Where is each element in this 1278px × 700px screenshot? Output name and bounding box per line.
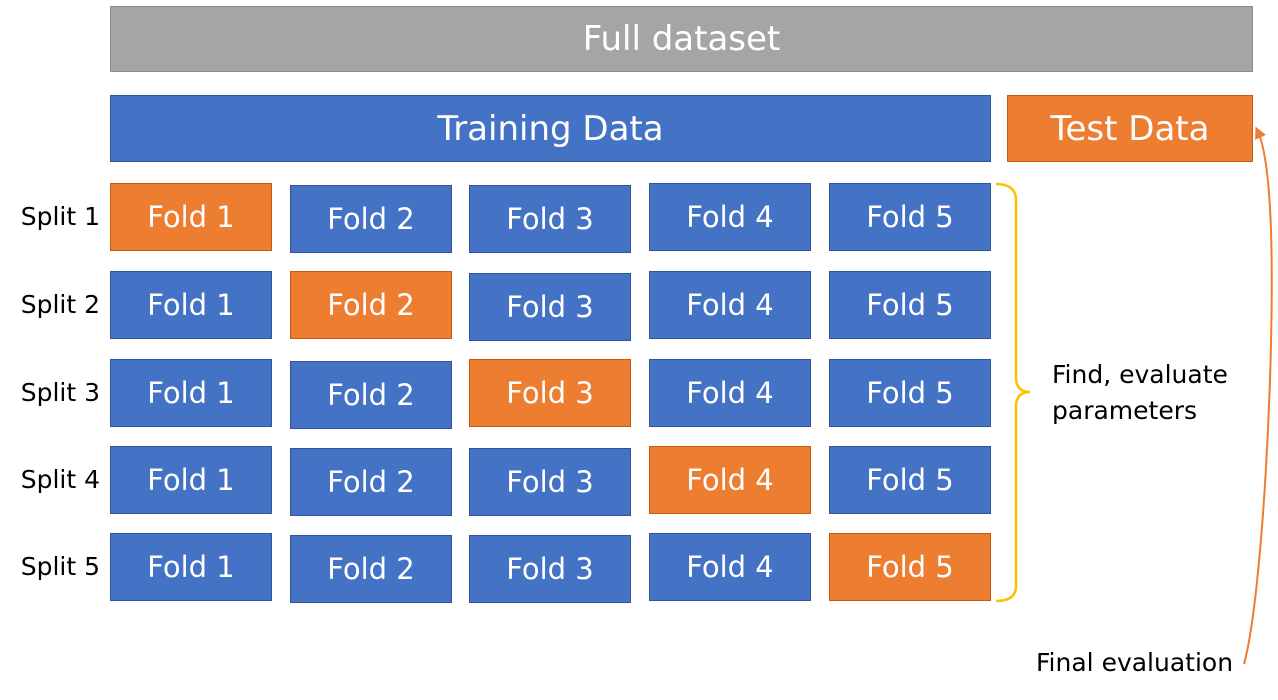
- find-evaluate-annotation: Find, evaluate parameters: [1052, 357, 1228, 429]
- fold-box-validation: Fold 2: [290, 271, 452, 339]
- parameters-brace: [995, 182, 1031, 603]
- fold-label: Fold 5: [866, 376, 954, 410]
- fold-box-training: Fold 4: [649, 359, 811, 427]
- final-evaluation-annotation: Final evaluation: [1036, 645, 1233, 681]
- fold-label: Fold 5: [866, 463, 954, 497]
- fold-label: Fold 1: [147, 550, 235, 584]
- fold-label: Fold 5: [866, 550, 954, 584]
- fold-box-training: Fold 4: [649, 533, 811, 601]
- split-label: Split 5: [20, 552, 100, 581]
- fold-label: Fold 1: [147, 463, 235, 497]
- fold-label: Fold 3: [506, 465, 594, 499]
- training-data-label: Training Data: [437, 108, 664, 149]
- fold-label: Fold 3: [506, 552, 594, 586]
- fold-label: Fold 5: [866, 288, 954, 322]
- fold-label: Fold 1: [147, 376, 235, 410]
- fold-label: Fold 1: [147, 288, 235, 322]
- fold-box-training: Fold 1: [110, 359, 272, 427]
- fold-label: Fold 2: [327, 552, 415, 586]
- fold-box-validation: Fold 1: [110, 183, 272, 251]
- fold-box-validation: Fold 3: [469, 359, 631, 427]
- fold-box-training: Fold 2: [290, 535, 452, 603]
- fold-label: Fold 5: [866, 200, 954, 234]
- full-dataset-label: Full dataset: [582, 19, 781, 59]
- training-data-box: Training Data: [110, 95, 991, 162]
- fold-box-training: Fold 2: [290, 448, 452, 516]
- fold-box-training: Fold 4: [649, 271, 811, 339]
- find-evaluate-line-2: parameters: [1052, 396, 1198, 425]
- split-label: Split 1: [20, 202, 100, 231]
- fold-box-training: Fold 5: [829, 271, 991, 339]
- final-evaluation-label: Final evaluation: [1036, 648, 1234, 677]
- fold-box-training: Fold 3: [469, 448, 631, 516]
- fold-label: Fold 2: [327, 288, 415, 322]
- fold-label: Fold 1: [147, 200, 235, 234]
- fold-box-validation: Fold 4: [649, 446, 811, 514]
- split-label: Split 4: [20, 465, 100, 494]
- find-evaluate-line-1: Find, evaluate: [1052, 360, 1228, 389]
- fold-label: Fold 3: [506, 290, 594, 324]
- fold-box-training: Fold 2: [290, 185, 452, 253]
- fold-label: Fold 2: [327, 378, 415, 412]
- full-dataset-box: Full dataset: [110, 6, 1253, 72]
- fold-box-training: Fold 3: [469, 535, 631, 603]
- fold-label: Fold 4: [686, 376, 774, 410]
- fold-box-training: Fold 3: [469, 273, 631, 341]
- fold-box-training: Fold 2: [290, 361, 452, 429]
- fold-box-training: Fold 5: [829, 446, 991, 514]
- fold-label: Fold 4: [686, 288, 774, 322]
- fold-box-training: Fold 5: [829, 183, 991, 251]
- fold-label: Fold 4: [686, 200, 774, 234]
- fold-box-training: Fold 5: [829, 359, 991, 427]
- final-evaluation-arrow: [1243, 126, 1273, 665]
- fold-label: Fold 3: [506, 376, 594, 410]
- fold-box-training: Fold 4: [649, 183, 811, 251]
- fold-box-training: Fold 1: [110, 533, 272, 601]
- test-data-label: Test Data: [1050, 108, 1210, 149]
- fold-box-training: Fold 1: [110, 271, 272, 339]
- fold-label: Fold 2: [327, 202, 415, 236]
- fold-box-training: Fold 3: [469, 185, 631, 253]
- split-label: Split 3: [20, 378, 100, 407]
- test-data-box: Test Data: [1007, 95, 1253, 162]
- fold-box-training: Fold 1: [110, 446, 272, 514]
- fold-label: Fold 4: [686, 463, 774, 497]
- split-label: Split 2: [20, 290, 100, 319]
- fold-box-validation: Fold 5: [829, 533, 991, 601]
- fold-label: Fold 3: [506, 202, 594, 236]
- fold-label: Fold 4: [686, 550, 774, 584]
- fold-label: Fold 2: [327, 465, 415, 499]
